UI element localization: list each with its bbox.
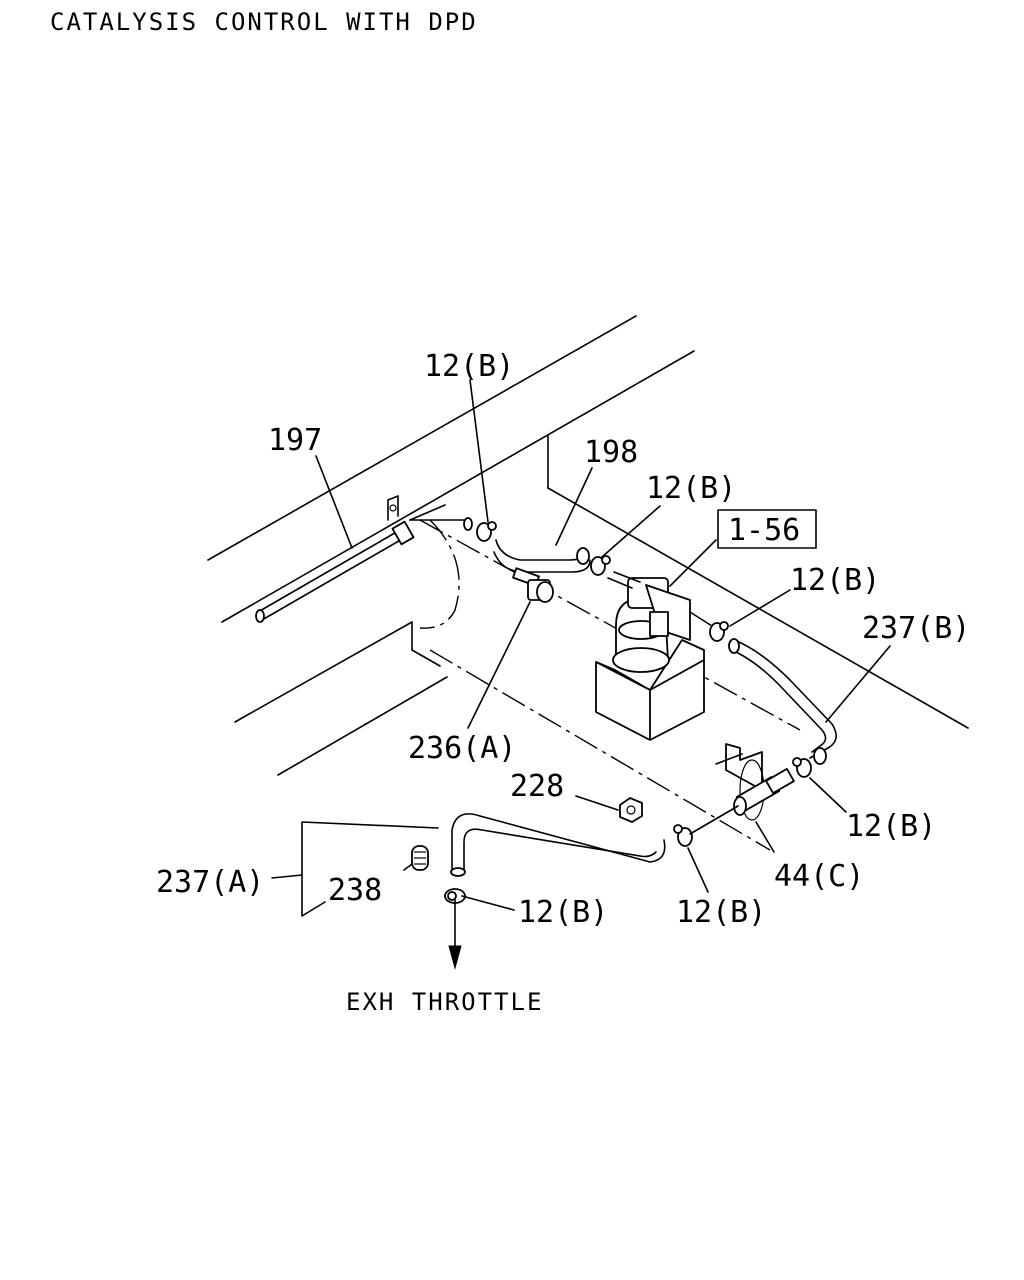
- callout-44c: 44(C): [774, 859, 864, 894]
- fitting-44c: [689, 743, 795, 835]
- exh-throttle-label: EXH THROTTLE: [346, 988, 543, 1016]
- pipe-197: [255, 495, 473, 623]
- exh-throttle-arrow: [448, 899, 462, 970]
- callout-198: 198: [584, 435, 638, 470]
- callout-237a: 237(A): [156, 865, 264, 900]
- callout-12b-4: 12(B): [846, 809, 936, 844]
- callout-237b: 237(B): [862, 611, 970, 646]
- clamp-12b-3: [709, 621, 729, 642]
- callout-238: 238: [328, 873, 382, 908]
- callout-197: 197: [268, 423, 322, 458]
- callout-12b-2: 12(B): [646, 471, 736, 506]
- hose-198: [493, 539, 591, 573]
- clamp-12b-4: [792, 757, 812, 778]
- callout-ref-1-56: 1-56: [728, 513, 800, 548]
- callout-236a: 236(A): [408, 731, 516, 766]
- callout-12b-1: 12(B): [424, 349, 514, 384]
- nut-228: [619, 797, 643, 823]
- diagram-title: CATALYSIS CONTROL WITH DPD: [50, 8, 478, 36]
- valve-assembly: [595, 571, 713, 741]
- frame-rail: [207, 315, 969, 851]
- callout-12b-3: 12(B): [790, 563, 880, 598]
- clamp-12b-2: [590, 555, 611, 576]
- leader-lines: [315, 379, 891, 911]
- bolt-236a: [512, 567, 554, 603]
- hose-237b: [728, 638, 837, 765]
- ref-1-56-box: [717, 509, 817, 549]
- hose-237a: [450, 813, 666, 877]
- callout-12b-5: 12(B): [518, 895, 608, 930]
- clamp-12b-5: [673, 824, 693, 847]
- clamp-12b-1: [476, 521, 497, 542]
- callout-228: 228: [510, 769, 564, 804]
- grommet-238: [411, 845, 429, 871]
- bracket-237a: [271, 821, 439, 917]
- callout-12b-6: 12(B): [676, 895, 766, 930]
